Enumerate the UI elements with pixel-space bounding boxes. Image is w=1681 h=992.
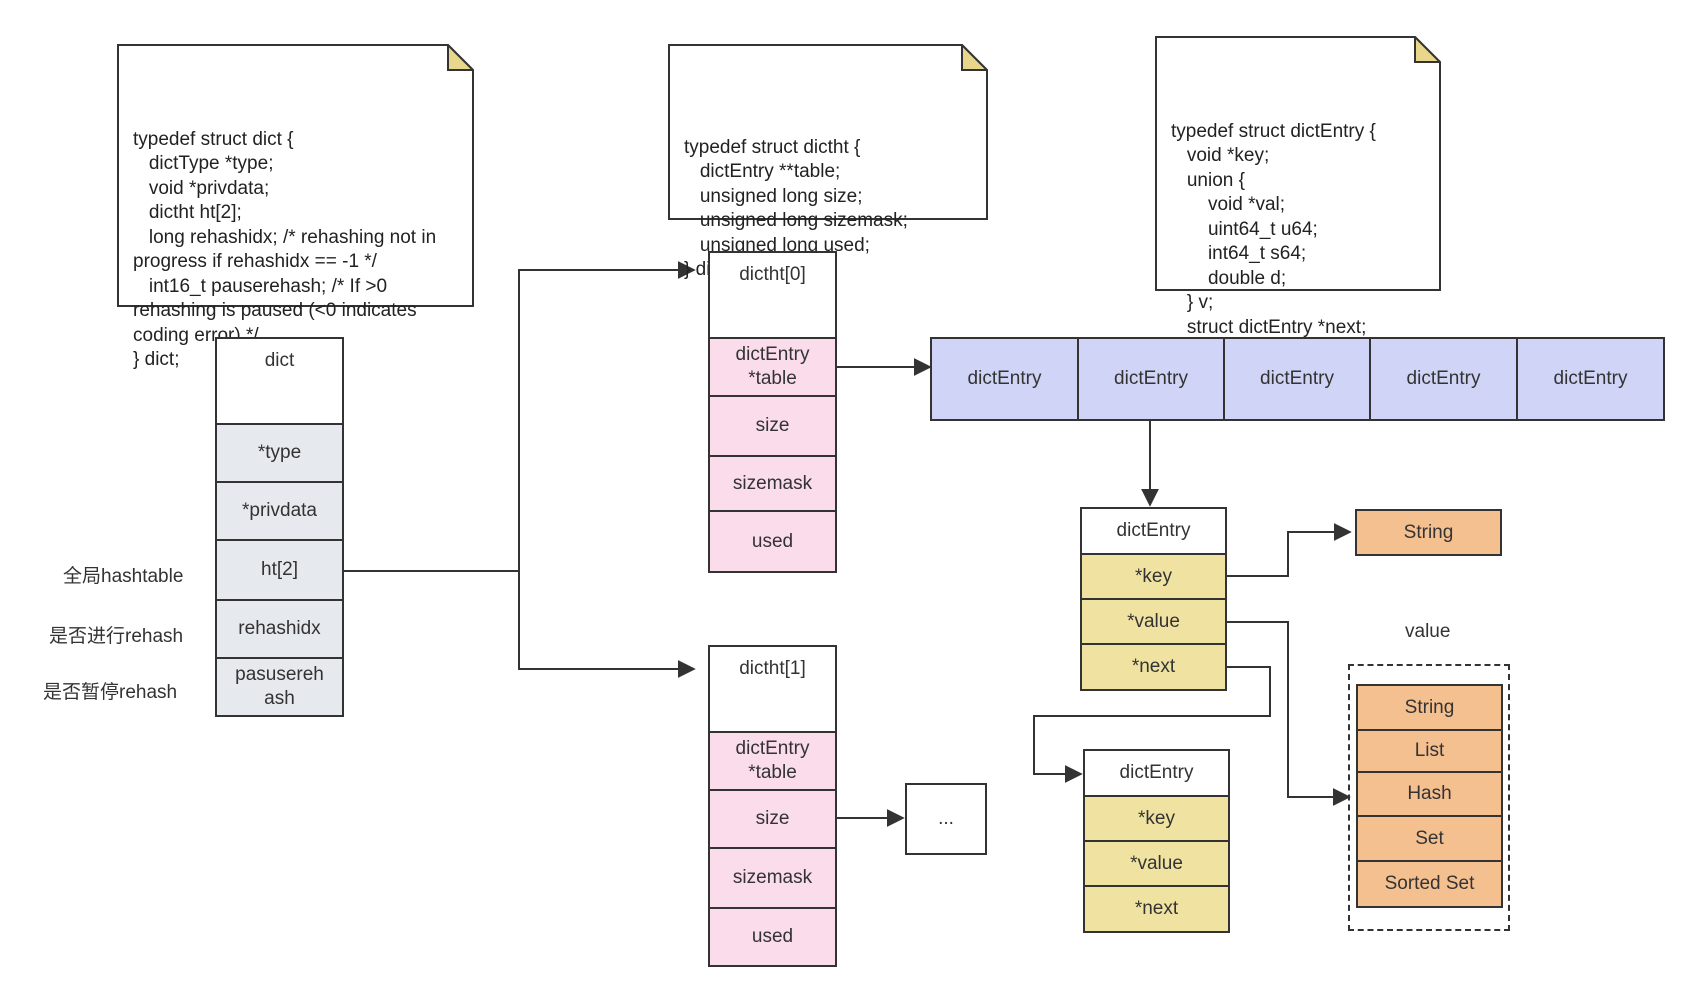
arrow-ht-to-dictht1: [518, 571, 696, 678]
arrow-ht-to-dictht0: [343, 261, 696, 572]
dictht1-field-table: dictEntry *table: [708, 731, 837, 791]
value-type-string: String: [1356, 684, 1503, 731]
entry1-field-next: *next: [1080, 643, 1227, 691]
entry-array-slot-2: dictEntry: [1223, 337, 1371, 421]
dict-field-pauserehash: pasusereh ash: [215, 657, 344, 717]
dict-field-type: *type: [215, 423, 344, 483]
entry2-field-key: *key: [1083, 795, 1230, 842]
value-type-list: List: [1356, 729, 1503, 773]
dictht0-field-size: size: [708, 395, 837, 457]
value-type-hash: Hash: [1356, 771, 1503, 817]
entry-array-slot-4: dictEntry: [1516, 337, 1665, 421]
entry1-field-key: *key: [1080, 553, 1227, 600]
dictht0-field-used: used: [708, 510, 837, 573]
dictht1-field-size: size: [708, 789, 837, 849]
entry2-field-next: *next: [1083, 885, 1230, 933]
note-shape: [668, 44, 988, 220]
dictht0-field-sizemask: sizemask: [708, 455, 837, 512]
dictht1-table-placeholder: ...: [905, 783, 987, 855]
key-type-string: String: [1355, 509, 1502, 556]
dict-field-privdata: *privdata: [215, 481, 344, 541]
dictht-struct-code: typedef struct dictht { dictEntry **tabl…: [684, 136, 908, 281]
dictht0-header: dictht[0]: [708, 251, 837, 339]
dict-field-rehashidx: rehashidx: [215, 599, 344, 659]
label-is-rehash-paused: 是否暂停rehash: [43, 682, 178, 703]
dictht-struct-note: typedef struct dictht { dictEntry **tabl…: [668, 44, 988, 280]
entry-array-slot-1: dictEntry: [1077, 337, 1225, 421]
value-type-sorted-set: Sorted Set: [1356, 860, 1503, 908]
value-type-set: Set: [1356, 815, 1503, 862]
entry-array-slot-0: dictEntry: [930, 337, 1079, 421]
dictht1-field-sizemask: sizemask: [708, 847, 837, 909]
label-is-rehashing: 是否进行rehash: [49, 626, 184, 647]
note-shape: [1155, 36, 1441, 291]
entry1-field-value: *value: [1080, 598, 1227, 645]
dictht0-field-table: dictEntry *table: [708, 337, 837, 397]
dictentry-struct-code: typedef struct dictEntry { void *key; un…: [1171, 120, 1376, 363]
dictentry-struct-note: typedef struct dictEntry { void *key; un…: [1155, 36, 1441, 362]
entry2-header: dictEntry: [1083, 749, 1230, 797]
dictht1-header: dictht[1]: [708, 645, 837, 733]
dict-struct-note: typedef struct dict { dictType *type; vo…: [117, 44, 474, 370]
dict-field-ht: ht[2]: [215, 539, 344, 601]
entry2-field-value: *value: [1083, 840, 1230, 887]
entry1-header: dictEntry: [1080, 507, 1227, 555]
dict-struct-code: typedef struct dict { dictType *type; vo…: [133, 128, 437, 371]
dictht1-field-used: used: [708, 907, 837, 967]
label-global-hashtable: 全局hashtable: [63, 566, 184, 587]
note-shape: [117, 44, 474, 307]
entry-array-slot-3: dictEntry: [1369, 337, 1518, 421]
dict-header: dict: [215, 337, 344, 425]
value-types-label: value: [1405, 621, 1451, 642]
value-types-group: [1348, 664, 1510, 931]
arrow-next-to-entry2: [1033, 666, 1271, 783]
arrow-key-to-string: [1226, 523, 1352, 577]
arrow-value-to-types: [1226, 621, 1351, 806]
